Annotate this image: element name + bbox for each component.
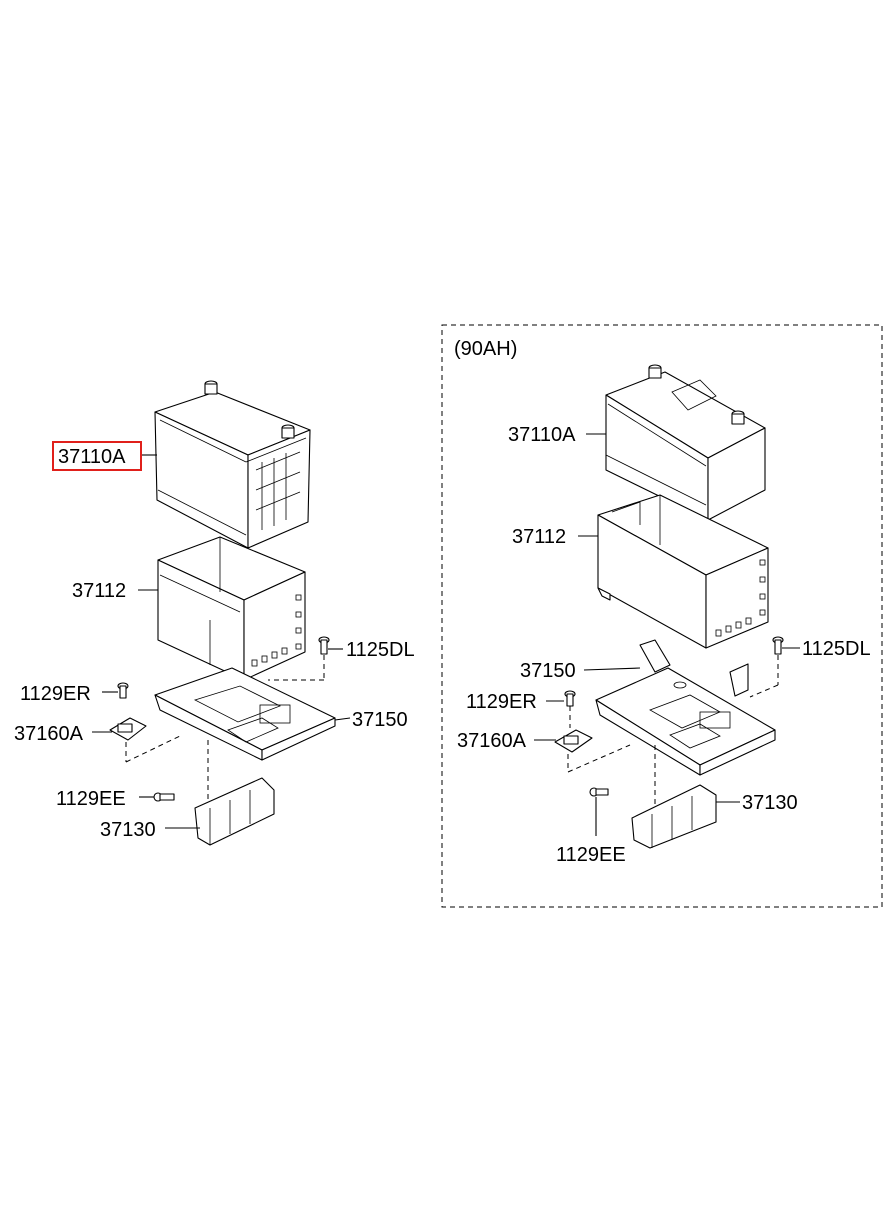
left-clamp-drawing — [109, 717, 181, 763]
right-clamp-drawing — [554, 729, 631, 773]
left-tray-drawing — [154, 667, 336, 761]
right-leader-lines — [534, 433, 800, 836]
right-tray-drawing — [595, 639, 776, 776]
variant-frame — [441, 324, 883, 908]
left-battery-drawing — [154, 380, 311, 549]
label-37160a-right[interactable]: 37160A — [457, 730, 527, 752]
label-1129ee-left[interactable]: 1129EE — [56, 788, 126, 810]
right-battery-drawing — [605, 364, 766, 521]
label-1125dl-left[interactable]: 1125DL — [346, 639, 415, 661]
right-bracket-drawing — [631, 745, 717, 849]
label-1129er-right[interactable]: 1129ER — [466, 691, 537, 713]
left-assembly: 37110A 37112 1125DL 1129ER 37160A 37150 … — [14, 380, 415, 846]
label-37150-right[interactable]: 37150 — [520, 660, 576, 682]
label-1129ee-right[interactable]: 1129EE — [556, 844, 626, 866]
label-37150-left[interactable]: 37150 — [352, 709, 408, 731]
label-37110a-right[interactable]: 37110A — [508, 424, 576, 446]
left-bolt-1125dl-drawing — [268, 636, 330, 681]
right-battery-case-drawing — [597, 494, 769, 649]
label-37112-right[interactable]: 37112 — [512, 526, 566, 548]
left-bolt-1129ee-drawing — [153, 792, 175, 802]
left-bracket-drawing — [194, 740, 275, 846]
label-37112-left[interactable]: 37112 — [72, 580, 126, 602]
label-37130-left[interactable]: 37130 — [100, 819, 156, 841]
right-bolt-1129er-drawing — [564, 690, 576, 728]
label-1125dl-right[interactable]: 1125DL — [802, 638, 871, 660]
right-bolt-1125dl-drawing — [749, 636, 784, 698]
label-37160a-left[interactable]: 37160A — [14, 723, 84, 745]
variant-label: (90AH) — [454, 338, 517, 360]
left-battery-case-drawing — [157, 536, 306, 681]
highlight-box-37110a — [52, 441, 142, 471]
label-37110a-left[interactable]: 37110A — [58, 446, 126, 468]
right-bolt-1129ee-drawing — [589, 787, 609, 797]
left-leader-lines — [92, 454, 351, 829]
left-bolt-1129er-drawing — [117, 682, 129, 699]
right-assembly: (90AH) — [441, 324, 883, 908]
label-37130-right[interactable]: 37130 — [742, 792, 798, 814]
label-1129er-left[interactable]: 1129ER — [20, 683, 91, 705]
